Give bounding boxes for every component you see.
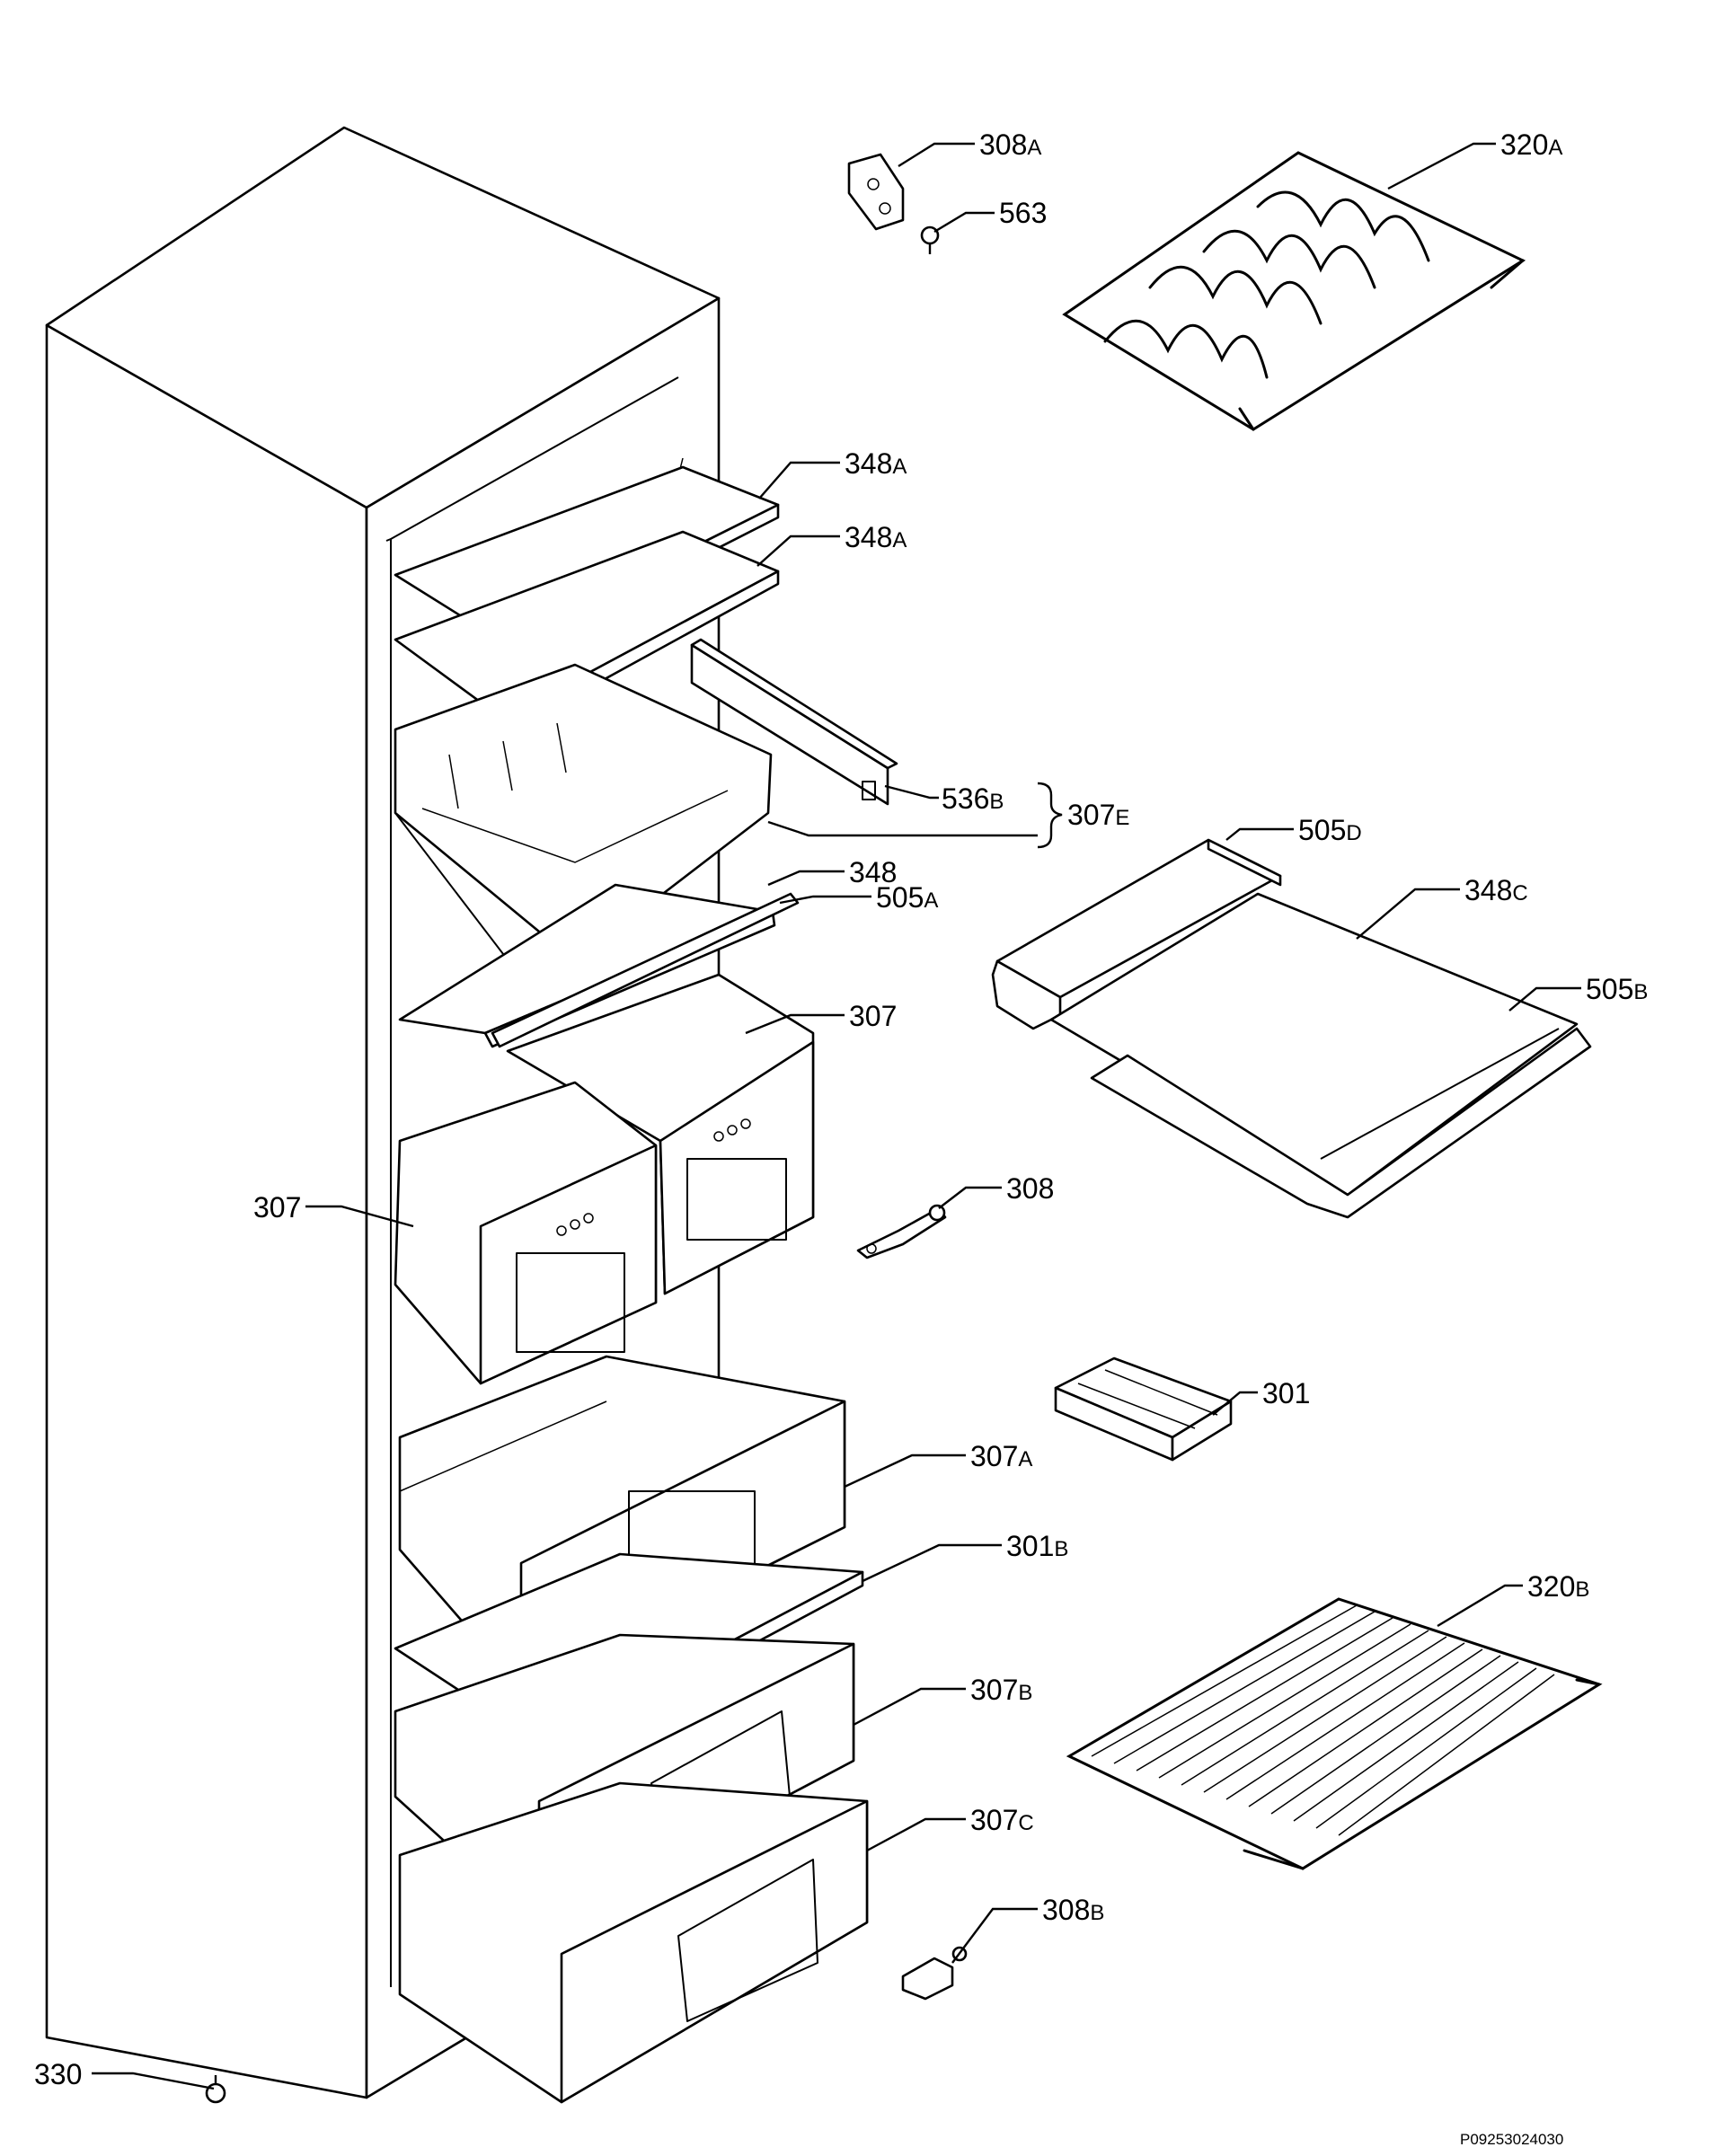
label-348a-upper: 348A [845, 447, 907, 480]
hinge-308a [847, 153, 905, 231]
label-505b: 505B [1586, 973, 1648, 1005]
label-308b: 308B [1042, 1894, 1104, 1926]
label-307-right: 307 [849, 1000, 897, 1032]
label-307b: 307B [970, 1674, 1032, 1706]
shelf-frame-505d [991, 838, 1282, 1030]
label-505d: 505D [1298, 814, 1362, 846]
shelf-divider-536b [690, 638, 898, 806]
label-563: 563 [999, 197, 1047, 229]
drawing-code: P09253024030 [1460, 2131, 1563, 2148]
label-505a: 505A [876, 881, 938, 914]
label-536b: 536B [942, 782, 1004, 815]
drawer-307-left [394, 1081, 658, 1385]
label-308: 308 [1006, 1172, 1054, 1205]
shelf-frame-505b [1090, 1027, 1592, 1219]
label-307e: 307E [1067, 799, 1129, 831]
shelf-trim-505a [491, 892, 800, 1048]
wine-rack-320a [1062, 151, 1526, 431]
label-320a: 320A [1500, 128, 1562, 161]
foot-330 [205, 2075, 226, 2104]
label-348: 348 [849, 856, 897, 888]
label-320b: 320B [1527, 1570, 1589, 1603]
screw-563 [920, 225, 940, 254]
hinge-308 [856, 1204, 947, 1259]
wire-shelf-320b [1066, 1597, 1603, 1870]
label-308a: 308A [979, 128, 1041, 161]
label-307a: 307A [970, 1440, 1032, 1472]
label-348c: 348C [1464, 874, 1528, 906]
label-307c: 307C [970, 1804, 1034, 1836]
freezer-basket-307e [394, 663, 773, 998]
label-301b: 301B [1006, 1530, 1068, 1562]
freezer-drawer-307c [398, 1781, 869, 2104]
label-348a-lower: 348A [845, 521, 907, 553]
drawer-307-right [506, 973, 815, 1295]
label-307-left: 307 [253, 1191, 301, 1224]
leader-lines [92, 142, 1581, 2090]
label-330: 330 [34, 2058, 82, 2090]
group-brace-307e [1037, 782, 1063, 849]
ice-tray-301 [1054, 1356, 1233, 1462]
hinge-308b [901, 1946, 968, 2001]
part-labels: 308A 563 320A 348A 348A 536B 307E 505D 3… [34, 128, 1648, 2090]
label-301: 301 [1262, 1377, 1310, 1409]
